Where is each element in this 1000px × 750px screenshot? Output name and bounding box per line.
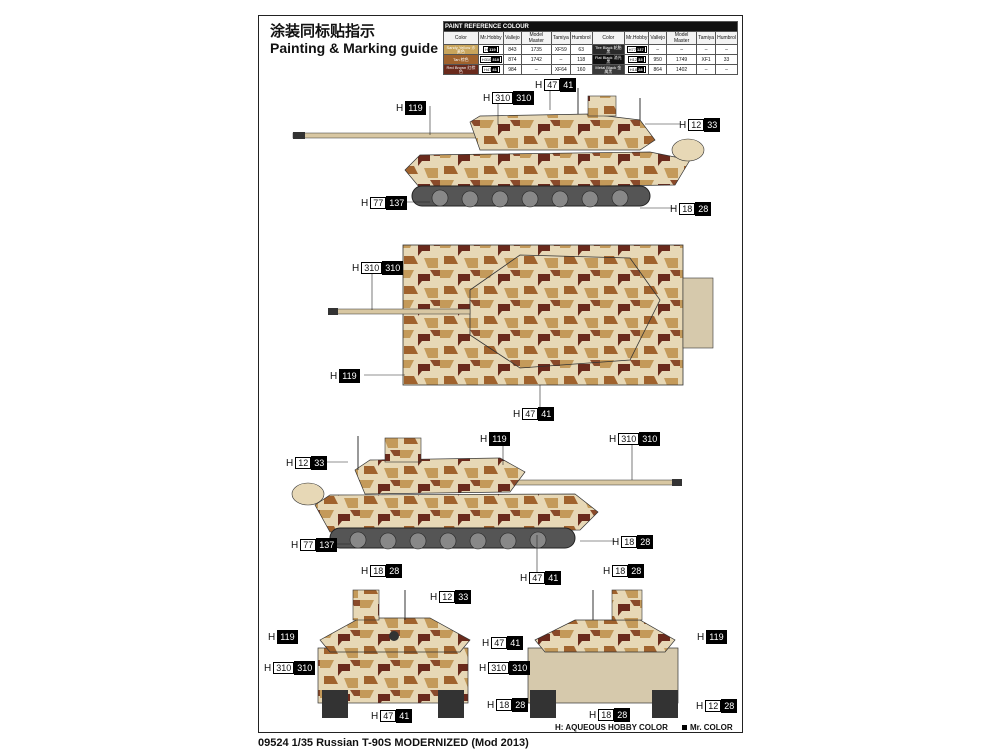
col-header: Model Master xyxy=(666,31,698,45)
title-english: Painting & Marking guide xyxy=(270,40,439,56)
legend-aqueous-label: H: AQUEOUS HOBBY COLOR xyxy=(555,723,668,732)
paint-reference-table: PAINT REFERENCE COLOUR Color Mr.Hobby Va… xyxy=(443,21,738,75)
col-header: Tamiya xyxy=(550,31,571,45)
col-header: Mr.Hobby xyxy=(477,31,505,45)
tank-rear-view xyxy=(527,589,679,718)
legend-mrcolor-swatch xyxy=(682,725,687,730)
col-header: Vallejo xyxy=(503,31,522,45)
tank-side-view-right xyxy=(291,436,682,550)
col-header: Humbrol xyxy=(715,31,738,45)
col-header: Color xyxy=(591,31,625,45)
cell: 1402 xyxy=(666,64,698,75)
table-row: Tan 棕色 H310310 874 1742 – 118 Flat Black… xyxy=(443,54,738,65)
legend-mrcolor: Mr. COLOR xyxy=(682,723,733,732)
tank-top-view xyxy=(328,244,714,386)
code-cell: H1828 xyxy=(623,64,650,75)
leader-lines xyxy=(320,88,680,572)
footer-kit-title: 09524 1/35 Russian T-90S MODERNIZED (Mod… xyxy=(258,737,529,749)
cell: – xyxy=(520,64,552,75)
tank-front-view xyxy=(317,589,471,718)
code-cell: H4741 xyxy=(477,64,505,75)
col-header: Color xyxy=(443,31,479,45)
instruction-sheet-border xyxy=(258,15,743,733)
title-chinese: 涂装同标贴指示 xyxy=(270,22,376,40)
legend-mrcolor-label: Mr. COLOR xyxy=(690,723,733,732)
table-row: Red Brown 红棕色 H4741 984 – XF64 160 Metal… xyxy=(443,64,738,75)
tank-side-view-left xyxy=(292,88,705,208)
cell: – xyxy=(715,64,738,75)
legend-aqueous: H: AQUEOUS HOBBY COLOR xyxy=(555,723,668,732)
